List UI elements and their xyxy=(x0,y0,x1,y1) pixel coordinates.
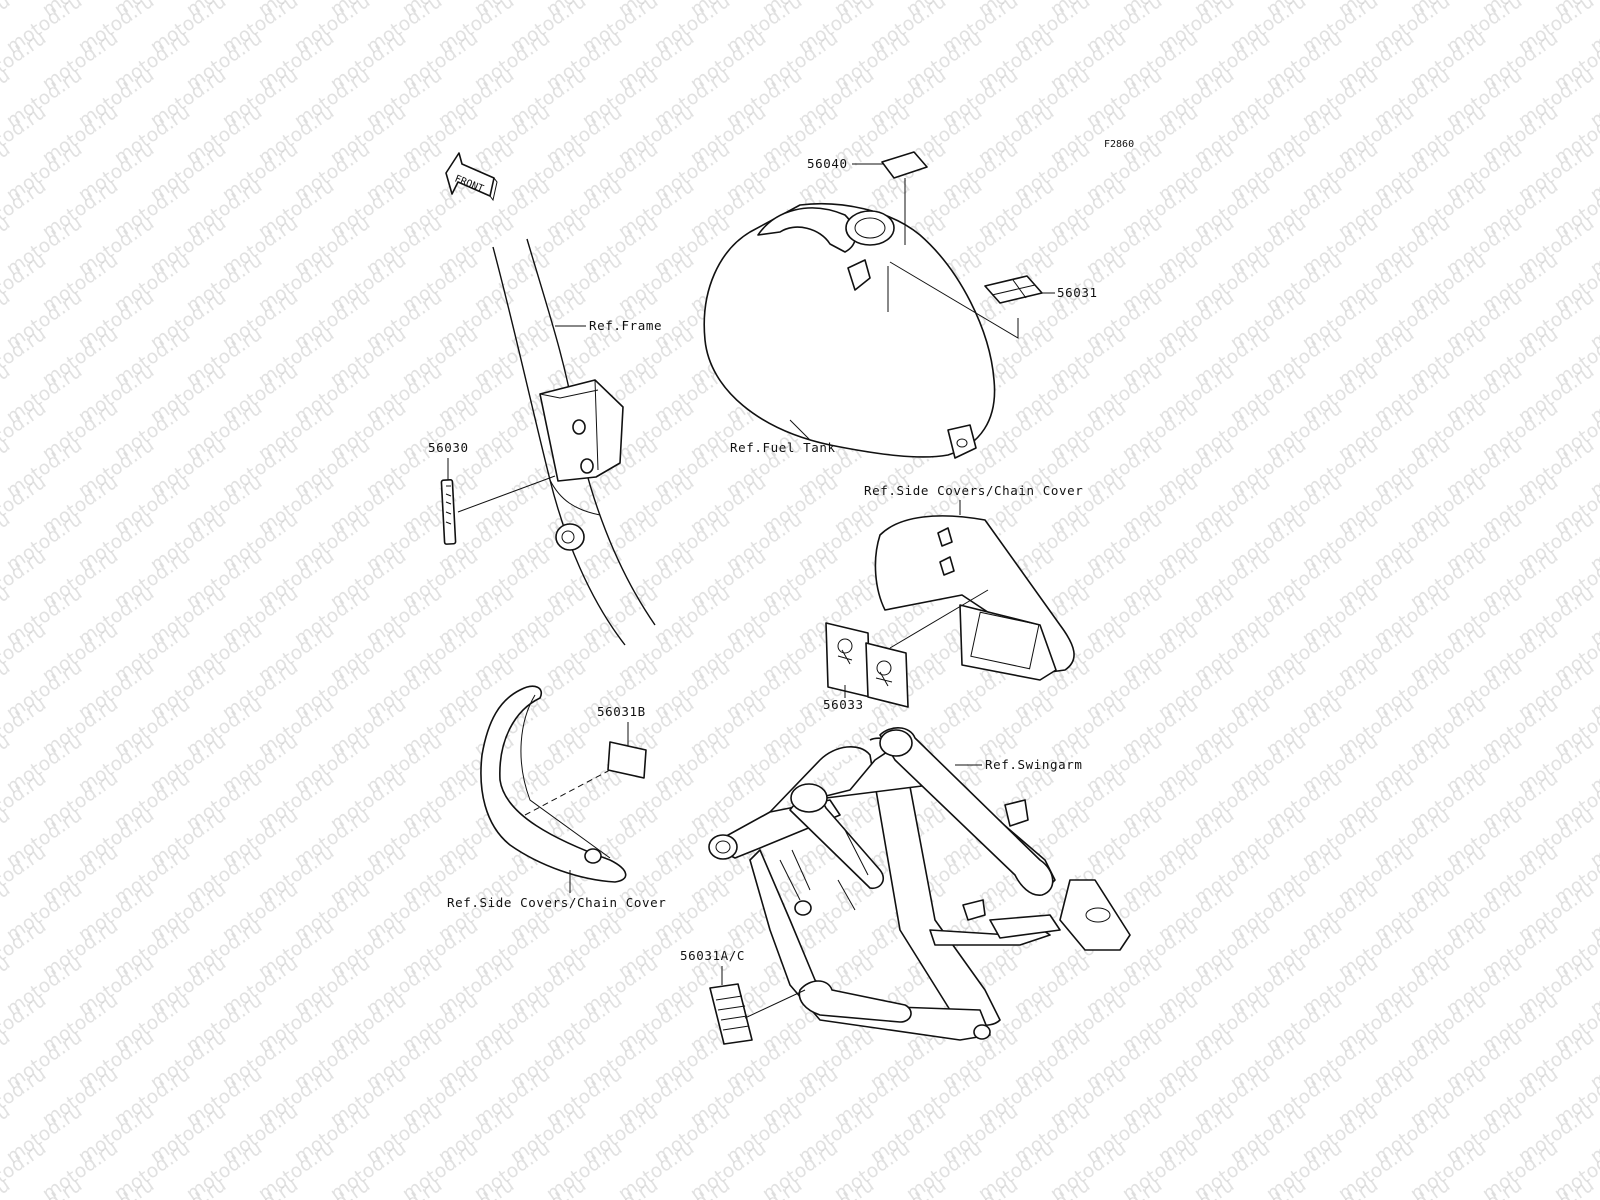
label-56031: 56031 xyxy=(1057,285,1098,300)
label-56031A-C: 56031A/C xyxy=(680,948,745,963)
label-ref-frame: Ref.Frame xyxy=(589,318,662,333)
decal-56030 xyxy=(440,479,457,545)
figure-code: F2860 xyxy=(1104,139,1134,150)
label-ref-side-covers-top: Ref.Side Covers/Chain Cover xyxy=(864,483,1083,498)
label-ref-swingarm: Ref.Swingarm xyxy=(985,757,1083,772)
label-56033: 56033 xyxy=(823,697,864,712)
label-56031B: 56031B xyxy=(597,704,646,719)
label-ref-side-covers-bottom: Ref.Side Covers/Chain Cover xyxy=(447,895,666,910)
label-56030: 56030 xyxy=(428,440,469,455)
label-56040: 56040 xyxy=(807,156,848,171)
label-ref-fuel-tank: Ref.Fuel Tank xyxy=(730,440,836,455)
